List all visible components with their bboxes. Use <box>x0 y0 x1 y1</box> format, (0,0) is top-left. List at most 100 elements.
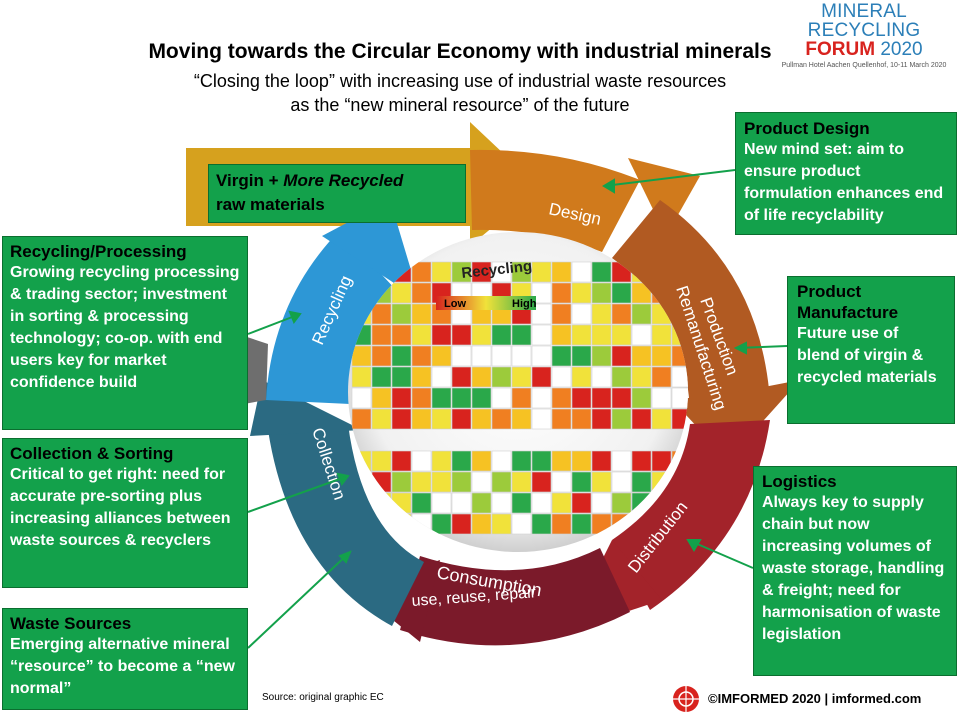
grey-sliver <box>244 336 268 404</box>
element-cell <box>611 450 632 472</box>
element-cell <box>571 282 592 304</box>
element-cell <box>571 513 592 535</box>
collection-segment <box>268 424 424 626</box>
element-cell <box>431 261 452 283</box>
element-cell <box>631 471 652 493</box>
element-cell <box>391 450 412 472</box>
element-cell <box>591 492 612 514</box>
element-cell <box>571 492 592 514</box>
element-cell <box>451 408 472 430</box>
product-manufacture-box: Product Manufacture Future use of blend … <box>787 276 955 424</box>
consumption-segment <box>400 548 630 646</box>
source-note: Source: original graphic EC <box>262 692 384 703</box>
element-cell <box>451 261 472 283</box>
element-cell <box>471 324 492 346</box>
element-cell <box>651 345 672 367</box>
element-cell <box>411 303 432 325</box>
logo-title: MINERAL RECYCLING <box>807 1 921 41</box>
element-cell <box>391 471 412 493</box>
element-cell <box>611 408 632 430</box>
element-cell <box>631 366 652 388</box>
production-arrowhead <box>672 380 800 460</box>
element-cell <box>431 345 452 367</box>
element-cell <box>391 324 412 346</box>
element-cell <box>571 303 592 325</box>
element-cell <box>591 345 612 367</box>
element-cell <box>391 387 412 409</box>
connector-design-head <box>602 178 615 194</box>
product-design-body: New mind set: aim to ensure product form… <box>744 141 944 224</box>
element-cell <box>631 303 652 325</box>
element-cell <box>551 282 572 304</box>
scale-high-label: High <box>512 298 537 310</box>
element-cell <box>411 366 432 388</box>
subtitle-line-2: as the “new mineral resource” of the fut… <box>290 95 630 115</box>
production-segment <box>612 200 770 410</box>
element-cell <box>531 282 552 304</box>
element-cell <box>451 513 472 535</box>
element-cell <box>591 324 612 346</box>
element-cell <box>571 261 592 283</box>
element-cell <box>431 387 452 409</box>
connector-design <box>603 169 736 187</box>
element-cell <box>511 345 532 367</box>
element-cell <box>631 282 652 304</box>
element-cell <box>411 408 432 430</box>
forum-logo: MINERAL RECYCLING FORUM 2020 Pullman Hot… <box>770 2 958 69</box>
product-manufacture-heading: Product Manufacture <box>797 282 899 322</box>
copyright-footer: ©IMFORMED 2020 | imformed.com <box>708 691 922 706</box>
element-cell <box>651 324 672 346</box>
element-cell <box>371 471 392 493</box>
element-cell <box>511 324 532 346</box>
element-cell <box>471 261 492 283</box>
element-cell <box>351 408 372 430</box>
element-cell <box>411 345 432 367</box>
element-cell <box>451 471 472 493</box>
element-cell <box>531 366 552 388</box>
element-cell <box>611 492 632 514</box>
element-cell <box>491 324 512 346</box>
element-cell <box>531 345 552 367</box>
virgin-plus: + <box>268 171 279 190</box>
element-cell <box>471 387 492 409</box>
waste-sources-body: Emerging alternative mineral “resource” … <box>10 636 235 697</box>
element-cell <box>511 450 532 472</box>
waste-sources-box: Waste Sources Emerging alternative miner… <box>2 608 248 710</box>
virgin-word: Virgin <box>216 171 264 190</box>
element-cell <box>371 303 392 325</box>
element-cell <box>651 450 672 472</box>
element-cell <box>371 324 392 346</box>
logistics-box: Logistics Always key to supply chain but… <box>753 466 957 676</box>
element-cell <box>431 324 452 346</box>
element-cell <box>431 366 452 388</box>
connector-manufacture-head <box>733 341 747 355</box>
element-cell <box>371 366 392 388</box>
element-cell <box>351 345 372 367</box>
element-cell <box>511 513 532 535</box>
element-cell <box>531 408 552 430</box>
element-cell <box>531 324 552 346</box>
recycling-segment <box>266 230 398 404</box>
product-manufacture-body: Future use of blend of virgin & recycled… <box>797 325 937 386</box>
element-cell <box>391 513 412 535</box>
element-cell <box>411 450 432 472</box>
element-cell <box>371 450 392 472</box>
element-cell <box>431 450 452 472</box>
element-cell <box>411 261 432 283</box>
element-cell <box>611 303 632 325</box>
element-cell <box>551 408 572 430</box>
element-cell <box>491 387 512 409</box>
connector-collection <box>247 475 349 513</box>
element-cell <box>571 366 592 388</box>
element-cell <box>611 471 632 493</box>
element-cell <box>351 387 372 409</box>
element-cell <box>491 450 512 472</box>
element-cell <box>531 492 552 514</box>
logistics-heading: Logistics <box>762 472 837 491</box>
element-cell <box>491 261 512 283</box>
element-cell <box>631 450 652 472</box>
recycling-processing-heading: Recycling/Processing <box>10 242 187 261</box>
element-cell <box>531 450 552 472</box>
element-cell <box>551 387 572 409</box>
logo-forum: FORUM 2020 <box>770 40 958 59</box>
